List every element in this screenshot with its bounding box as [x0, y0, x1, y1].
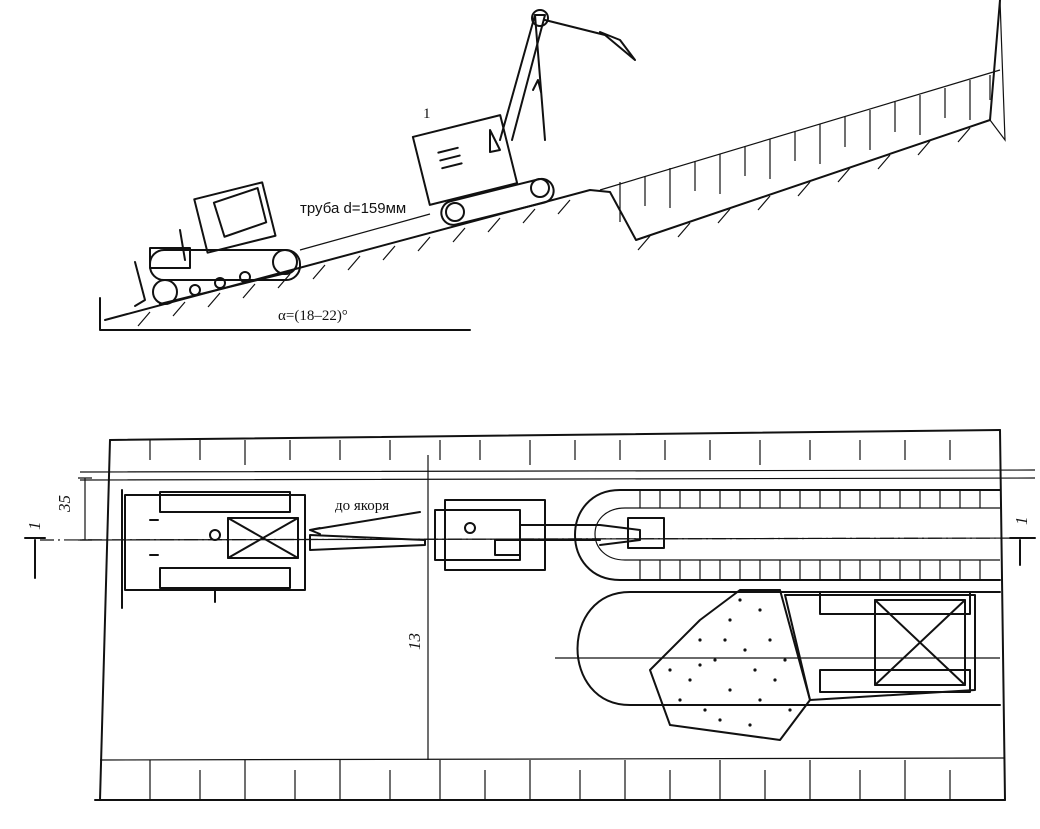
dim-35-line	[78, 477, 92, 541]
lower-bench-line	[99, 757, 1006, 761]
section-label-left: 1	[25, 522, 44, 531]
section-mark-right	[1009, 537, 1036, 566]
plan-view: до якоря	[24, 429, 1036, 801]
excavator-track-inner	[594, 507, 1000, 561]
excavator-icon	[411, 9, 636, 226]
bulldozer-icon	[134, 181, 301, 307]
crawler-crane-icon	[784, 591, 976, 701]
slope-hatching	[137, 127, 971, 327]
plan-top-ticks	[149, 440, 951, 465]
bench-ticks	[619, 75, 991, 222]
excavator-plan-icon	[434, 499, 665, 571]
upper-terrain-edge	[599, 69, 1001, 191]
pipe-line	[299, 213, 431, 251]
bulldozer-plan-icon	[121, 489, 306, 609]
excavator-track-path	[574, 489, 1001, 581]
stockpile-area	[576, 591, 1001, 706]
to-anchor-label: до якоря	[335, 498, 389, 514]
excavator-mark: 1	[423, 106, 431, 122]
side-elevation: 1 труба d=159мм α=(18–22)°	[99, 0, 1006, 331]
plan-bottom-ticks	[149, 760, 951, 800]
dim-13-label: 13	[405, 633, 424, 650]
plan-top-edge	[109, 429, 1001, 441]
upper-bench-edge	[989, 0, 1006, 142]
ground-baseline	[99, 297, 471, 331]
slope-surface	[104, 0, 1001, 321]
anchor-cone	[309, 534, 426, 551]
rock-pile-dots	[668, 598, 792, 727]
pipeline-band	[79, 469, 1036, 541]
section-label-right: 1	[1012, 517, 1031, 526]
to-anchor-arrow	[309, 511, 421, 535]
rock-pile-icon	[649, 589, 811, 741]
angle-label: α=(18–22)°	[278, 308, 348, 324]
track-ticks	[639, 490, 981, 580]
plan-left-edge	[99, 439, 111, 801]
dim-35-label: 35	[55, 495, 74, 513]
plan-right-edge	[999, 429, 1006, 801]
axis-centerline	[39, 537, 1036, 541]
pipe-label: труба d=159мм	[300, 200, 406, 217]
section-mark-left	[24, 537, 46, 579]
